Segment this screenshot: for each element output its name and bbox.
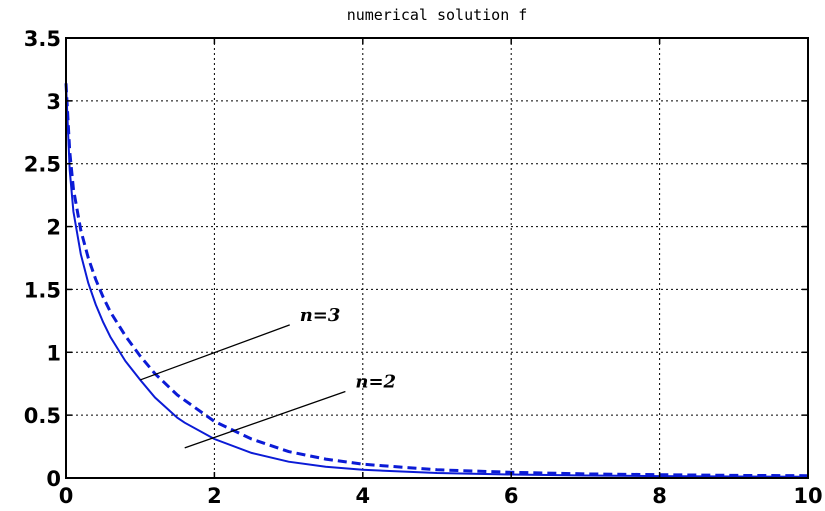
y-axis: 0 0.5 1 1.5 2 2.5 3 3.5 (24, 27, 808, 491)
annotations: n=3 n=2 (139, 305, 396, 449)
x-tick-label: 0 (59, 484, 74, 508)
x-tick-label: 2 (207, 484, 222, 508)
series-line-solid (65, 83, 809, 478)
chart-title: numerical solution f (347, 6, 528, 24)
y-tick-label: 0.5 (24, 404, 61, 428)
series-layer (64, 83, 809, 478)
annotation-leader-line (184, 390, 346, 449)
x-tick-label: 8 (652, 484, 667, 508)
plot-frame (65, 37, 809, 479)
annotation-label: n=2 (355, 371, 396, 392)
y-tick-label: 3.5 (24, 27, 61, 51)
y-tick-label: 2.5 (24, 153, 61, 177)
y-tick-label: 2 (46, 216, 61, 240)
y-tick-label: 1 (46, 341, 61, 365)
annotation-leader-line (139, 324, 290, 381)
x-tick-label: 10 (793, 484, 822, 508)
x-axis: 0 2 4 6 8 10 (59, 38, 823, 508)
y-tick-label: 3 (46, 90, 61, 114)
annotation-label: n=3 (300, 305, 341, 326)
x-tick-label: 4 (355, 484, 370, 508)
series-line-dashed (64, 83, 809, 478)
grid (66, 38, 808, 478)
y-tick-label: 1.5 (24, 278, 61, 302)
y-tick-label: 0 (46, 467, 61, 491)
x-tick-label: 6 (504, 484, 519, 508)
